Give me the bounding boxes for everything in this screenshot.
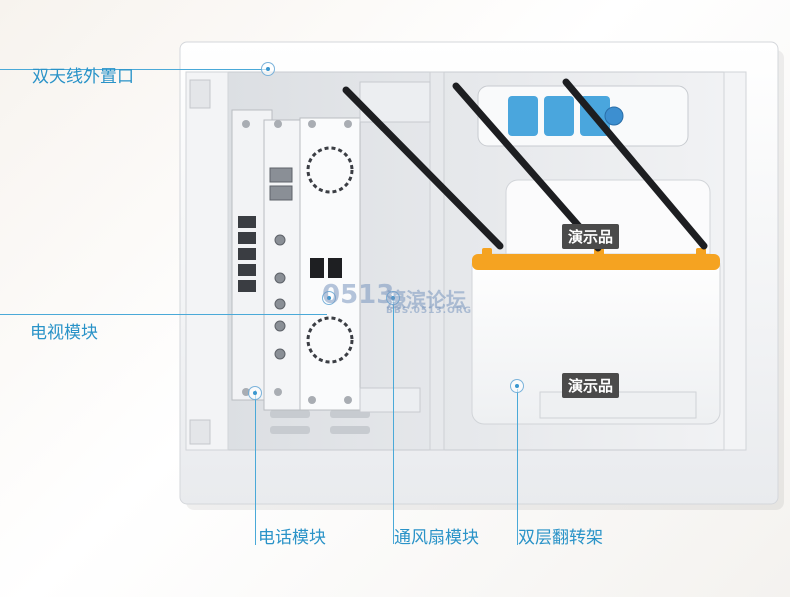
tv-module-card [263, 119, 303, 411]
location-marker-icon [261, 62, 275, 76]
location-marker-icon [386, 291, 400, 305]
location-marker-icon [248, 386, 262, 400]
watermark-url: BBS.0513.ORG [386, 306, 473, 316]
callout-line-tv [0, 314, 327, 315]
label-tv-module: 电视模块 [30, 323, 98, 343]
callout-line-fan [393, 298, 394, 544]
location-marker-icon [510, 379, 524, 393]
label-double-frame: 双层翻转架 [518, 528, 603, 548]
watermark-name: 濠滨论坛 [386, 288, 466, 312]
demo-tag-upper: 演示品 [562, 224, 620, 249]
demo-tag-lower: 演示品 [562, 373, 620, 398]
callout-line-phone [255, 390, 256, 545]
watermark-number: 0513 [322, 280, 395, 310]
label-antenna-port: 双天线外置口 [32, 67, 134, 87]
location-marker-icon [322, 291, 336, 305]
callout-line-antenna [0, 69, 266, 70]
callout-line-frame [517, 389, 518, 545]
antenna-icon [342, 78, 708, 252]
label-phone-module: 电话模块 [258, 528, 326, 548]
label-fan-module: 通风扇模块 [394, 528, 479, 548]
